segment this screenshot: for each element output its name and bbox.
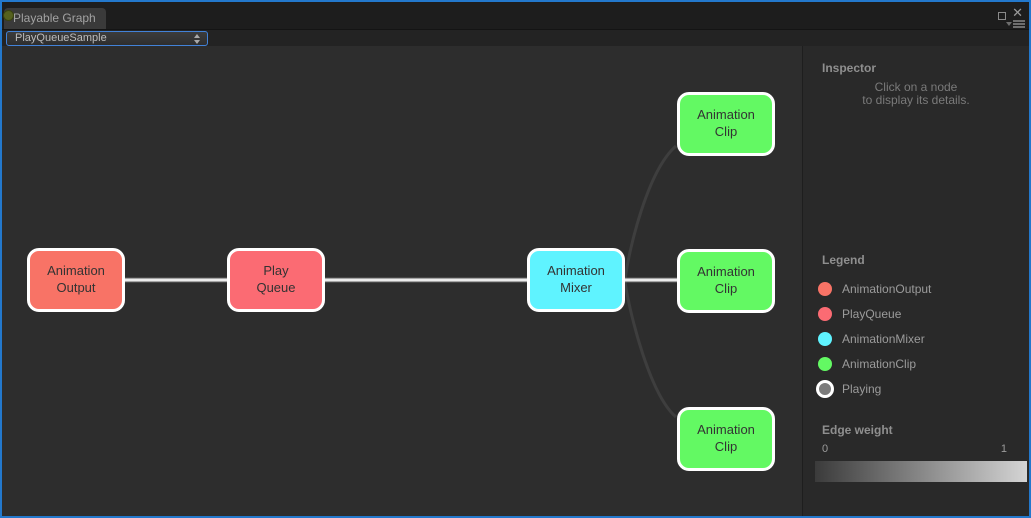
inspector-hint: Click on a node to display its details. [862,80,970,107]
legend-item-play-queue: PlayQueue [818,301,1019,326]
legend-label: PlayQueue [842,306,902,321]
node-animation-mixer[interactable]: Animation Mixer [527,248,625,312]
legend-swatch-playing [816,379,834,398]
node-animation-clip-middle[interactable]: Animation Clip [677,249,775,313]
node-play-queue[interactable]: Play Queue [227,248,325,312]
legend-item-animation-mixer: AnimationMixer [818,326,1019,351]
legend-swatch-animation-output [818,281,832,296]
legend-list: AnimationOutput PlayQueue AnimationMixer… [816,276,1019,401]
tab-menu-icon[interactable] [1006,20,1025,31]
node-animation-clip-top[interactable]: Animation Clip [677,92,775,156]
toolbar: PlayQueueSample [2,29,1029,46]
graph-edges [122,144,682,419]
legend-label: AnimationMixer [842,331,925,346]
edge-mixer-to-clip-top [623,144,677,281]
node-animation-clip-bottom[interactable]: Animation Clip [677,407,775,471]
tab-playable-graph[interactable]: Playable Graph [3,8,106,29]
dropdown-triangle-icon [1006,22,1012,26]
graph-canvas[interactable]: Animation Output Play Queue Animation Mi… [2,46,802,516]
edge-weight-max: 1 [1000,443,1007,455]
edge-weight-title: Edge weight [822,423,893,437]
legend-swatch-animation-clip [818,356,832,371]
legend-label: AnimationClip [842,356,917,371]
legend-label: Playing [842,381,882,396]
edge-weight-scale: 0 1 [822,443,1007,455]
hamburger-icon [1013,20,1025,28]
close-icon[interactable]: ✕ [1012,5,1023,20]
inspector-title: Inspector [822,61,877,75]
legend-item-animation-clip: AnimationClip [818,351,1019,376]
legend-title: Legend [822,253,865,267]
graph-selector-value: PlayQueueSample [15,32,107,44]
legend-swatch-play-queue [818,306,832,321]
window-status-dot-icon [3,10,14,21]
graph-selector-dropdown[interactable]: PlayQueueSample [6,31,208,46]
legend-item-animation-output: AnimationOutput [818,276,1019,301]
edge-weight-gradient [815,461,1027,482]
dropdown-arrows-icon [194,34,200,44]
inspector-panel: Inspector Click on a node to display its… [802,46,1029,516]
legend-item-playing: Playing [816,376,1019,401]
edge-mixer-to-clip-bottom [623,281,677,419]
maximize-icon[interactable] [998,12,1006,20]
edge-weight-min: 0 [822,443,829,455]
tab-title: Playable Graph [13,11,96,25]
legend-label: AnimationOutput [842,281,932,296]
legend-swatch-animation-mixer [818,331,832,346]
node-animation-output[interactable]: Animation Output [27,248,125,312]
titlebar: Playable Graph ✕ [2,2,1029,29]
